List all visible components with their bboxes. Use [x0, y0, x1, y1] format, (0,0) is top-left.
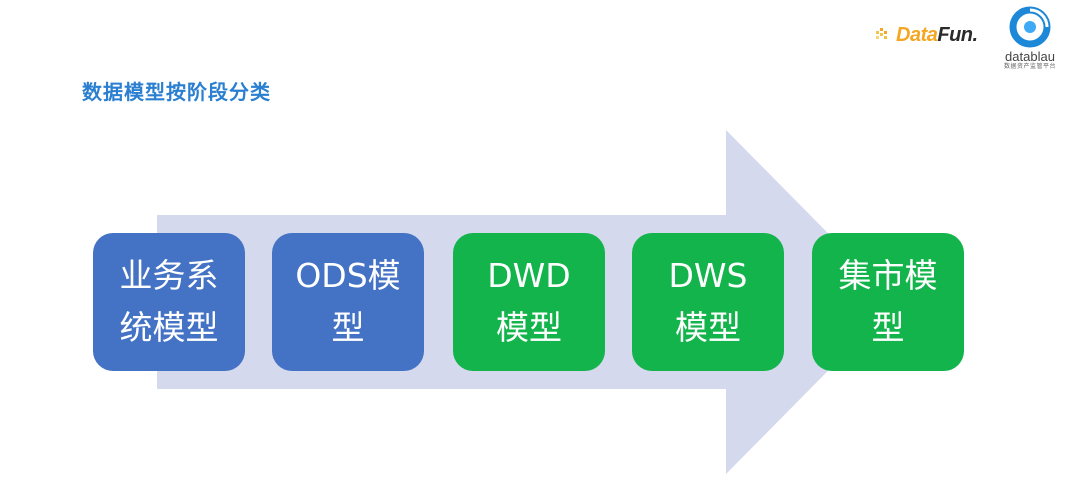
stage-label-line2: 型	[331, 308, 365, 347]
stage-label-line1: 业务系	[119, 256, 219, 295]
stage-label-line1: 集市模	[838, 256, 938, 295]
stage-label-line1: ODS模	[295, 256, 401, 295]
stage-dws-model: DWS 模型	[632, 233, 784, 371]
stage-label-line1: DWS	[668, 256, 748, 295]
datafun-dots-icon	[876, 28, 887, 39]
stage-mart-model: 集市模 型	[812, 233, 964, 371]
page-title: 数据模型按阶段分类	[82, 80, 271, 104]
stage-label-line2: 型	[871, 308, 905, 347]
stage-label-line2: 统模型	[119, 308, 219, 347]
stage-label-line2: 模型	[675, 308, 741, 347]
stage-label-line2: 模型	[495, 308, 562, 347]
datafun-logo: DataFun.	[874, 22, 978, 48]
datablau-logo-subtitle: 数据资产监管平台	[1003, 63, 1056, 70]
datafun-logo-text: DataFun.	[896, 24, 978, 47]
stage-dwd-model: DWD 模型	[453, 233, 605, 371]
datablau-ring-icon	[1009, 6, 1051, 48]
stage-ods-model: ODS模 型	[272, 233, 424, 371]
stage-business-system-model: 业务系 统模型	[93, 233, 245, 371]
datablau-logo: datablau 数据资产监管平台	[990, 5, 1070, 85]
datablau-logo-text: datablau	[1005, 49, 1055, 64]
datafun-logo-suffix: Fun.	[937, 23, 978, 46]
stage-label-line1: DWD	[487, 256, 571, 295]
datafun-logo-prefix: Data	[896, 23, 938, 46]
